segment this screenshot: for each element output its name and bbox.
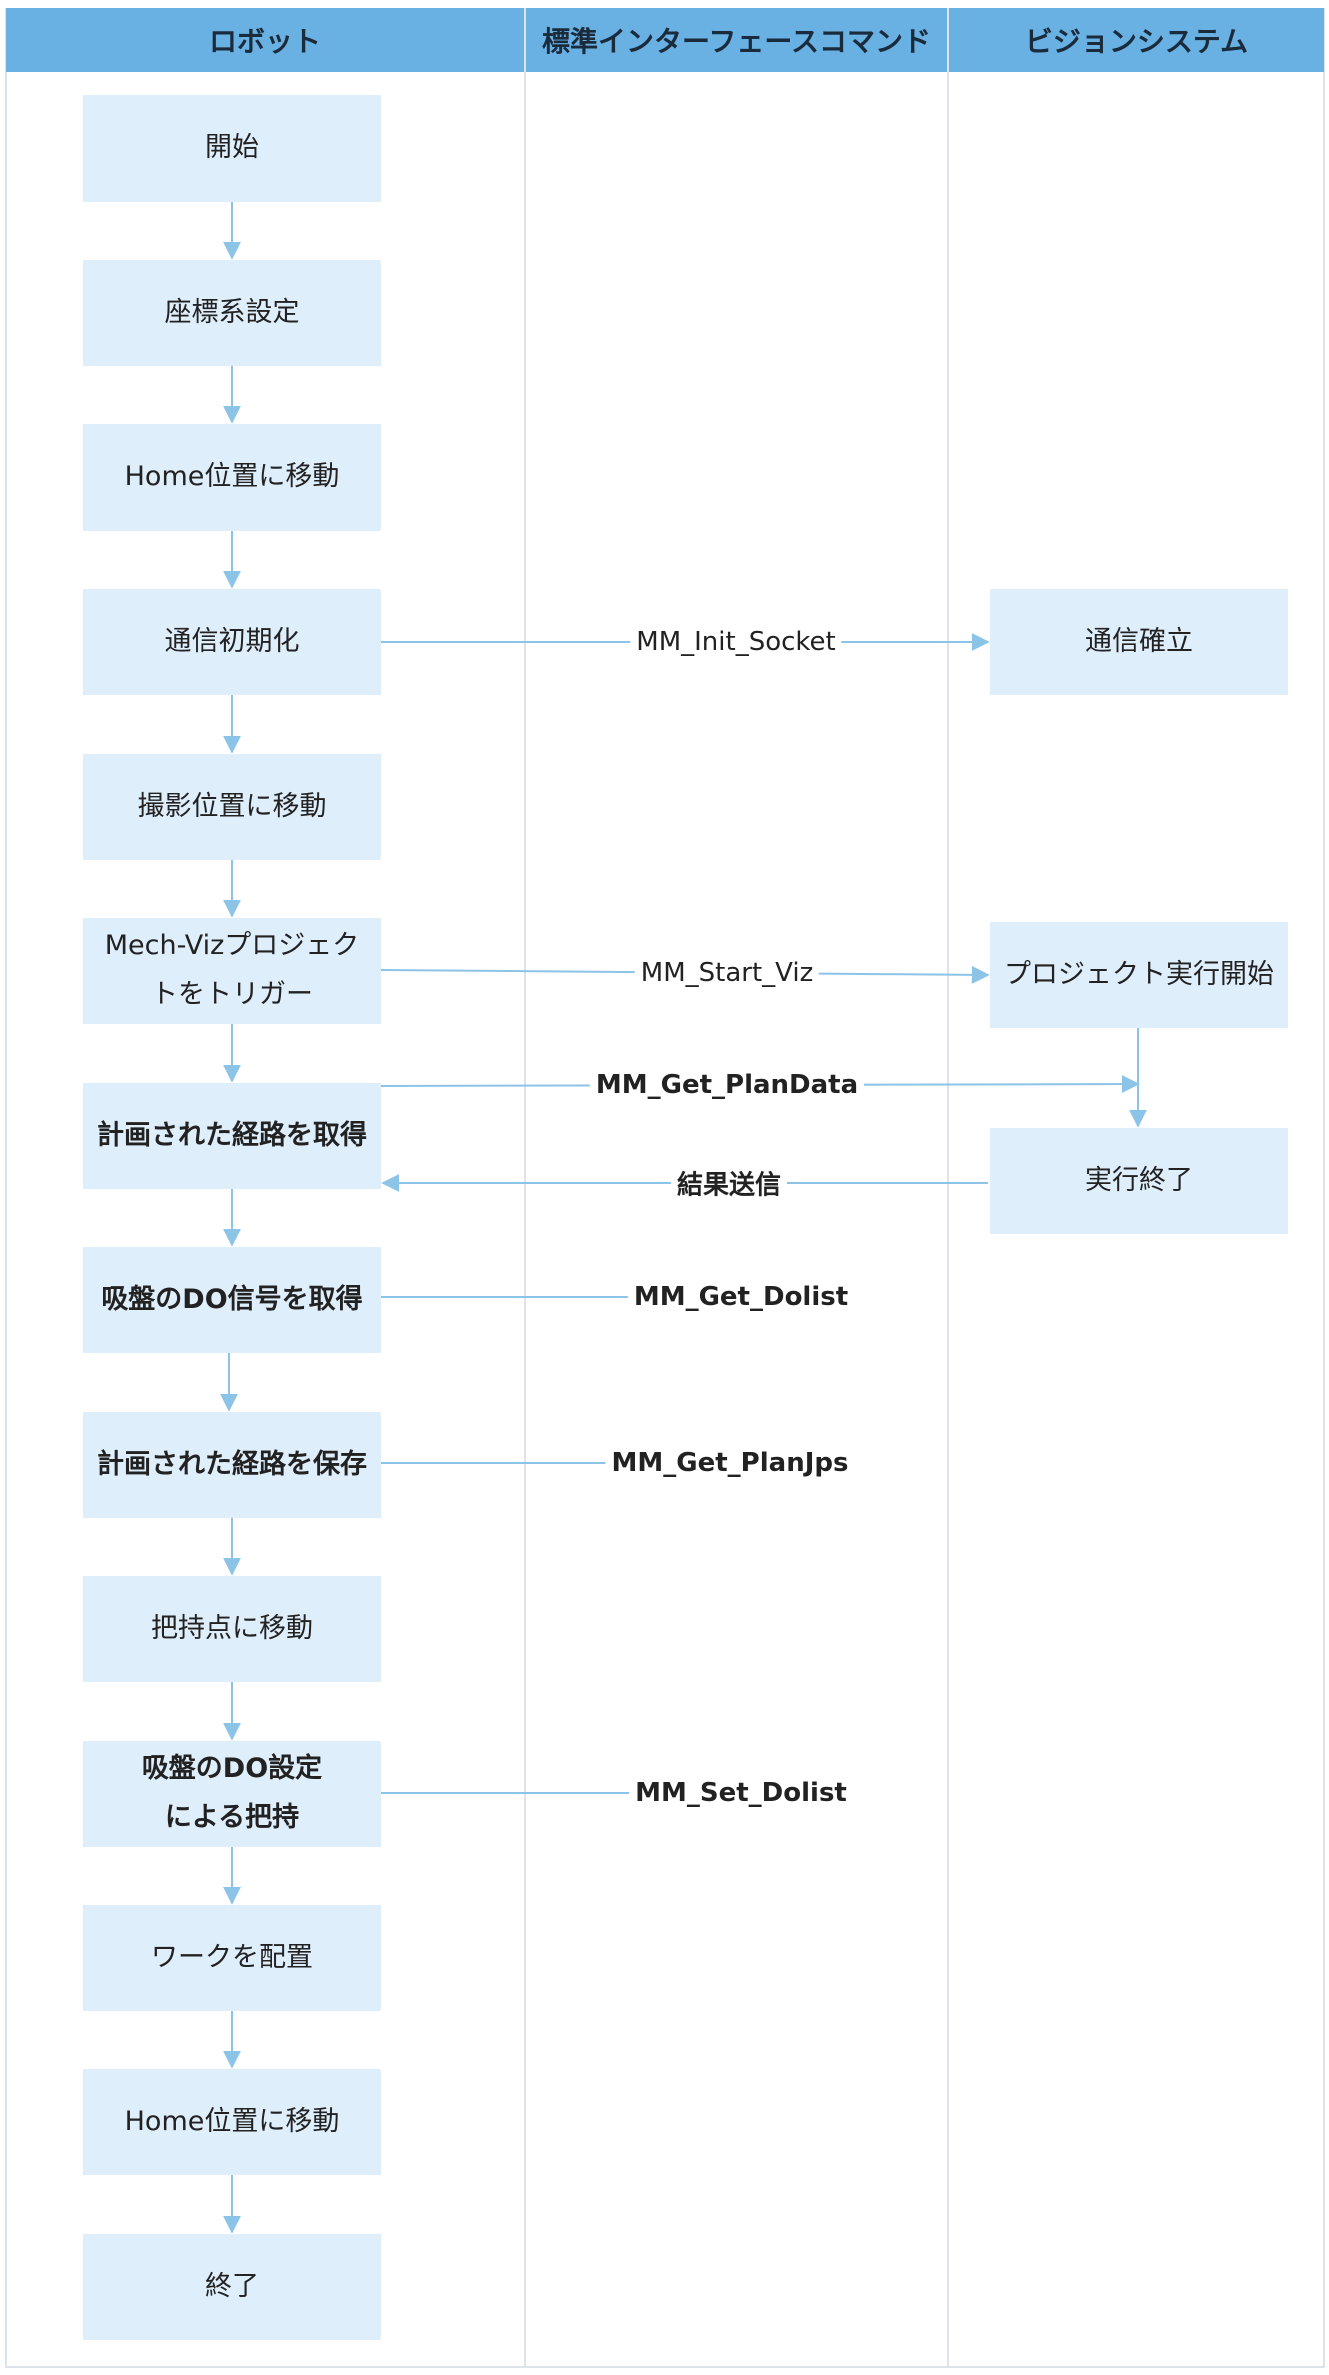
step-move-grasp: 把持点に移動 [83, 1576, 381, 1682]
step-trigger-viz-line2: トをトリガー [151, 979, 313, 1010]
msg-result: 結果送信 [670, 1164, 788, 1202]
step-get-do: 吸盤のDO信号を取得 [83, 1247, 381, 1353]
lane-header-vision: ビジョンシステム [949, 8, 1324, 72]
step-end: 終了 [83, 2234, 381, 2340]
step-place-work: ワークを配置 [83, 1905, 381, 2011]
step-move-capture: 撮影位置に移動 [83, 754, 381, 860]
step-move-home: Home位置に移動 [83, 424, 381, 531]
lane-header-interface: 標準インターフェースコマンド [526, 8, 947, 72]
vision-comm-established: 通信確立 [990, 589, 1288, 695]
step-move-home-2: Home位置に移動 [83, 2069, 381, 2175]
lane-header-robot: ロボット [6, 8, 524, 72]
step-init-comm: 通信初期化 [83, 589, 381, 695]
msg-init-socket: MM_Init_Socket [630, 627, 842, 657]
step-save-path: 計画された経路を保存 [83, 1412, 381, 1518]
vision-done: 実行終了 [990, 1128, 1288, 1234]
step-get-path: 計画された経路を取得 [83, 1083, 381, 1189]
msg-get-planjps: MM_Get_PlanJps [605, 1448, 855, 1478]
lane-divider-2 [947, 8, 949, 2366]
msg-start-viz: MM_Start_Viz [634, 958, 820, 988]
step-coordinate-setup: 座標系設定 [83, 260, 381, 366]
vision-project-start: プロジェクト実行開始 [990, 922, 1288, 1028]
step-start: 開始 [83, 95, 381, 202]
msg-get-dolist: MM_Get_Dolist [627, 1282, 855, 1312]
step-grasp-do-line1: 吸盤のDO設定 [141, 1753, 323, 1785]
step-trigger-viz-line1: Mech-Vizプロジェク [104, 930, 360, 962]
msg-get-plandata: MM_Get_PlanData [589, 1070, 865, 1100]
lane-divider-1 [524, 8, 526, 2366]
msg-set-dolist: MM_Set_Dolist [629, 1778, 853, 1808]
step-grasp-do: 吸盤のDO設定 による把持 [83, 1741, 381, 1847]
step-grasp-do-line2: による把持 [164, 1802, 300, 1833]
step-trigger-viz: Mech-Vizプロジェク トをトリガー [83, 918, 381, 1024]
